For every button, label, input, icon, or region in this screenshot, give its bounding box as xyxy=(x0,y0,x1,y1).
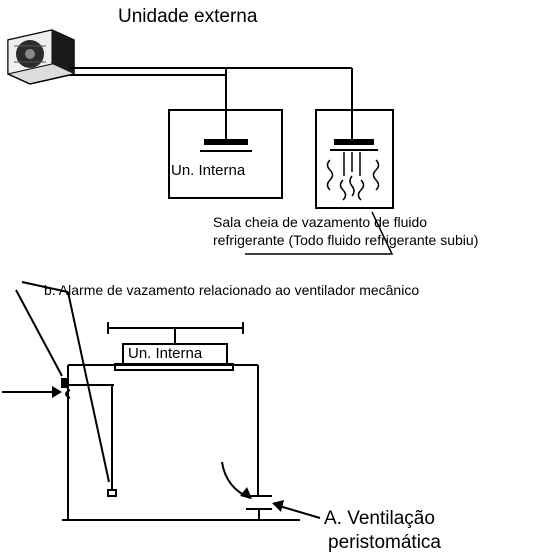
leaking-refrigerant-icon xyxy=(326,152,380,201)
outdoor-unit-icon xyxy=(7,29,75,85)
leak-room-caption-line2: refrigerante (Todo fluido refrigerante s… xyxy=(213,232,479,248)
indoor-unit-label-b: Un. Interna xyxy=(128,345,203,362)
airflow-arrow-icon xyxy=(221,461,252,499)
indoor-unit-b xyxy=(107,322,244,371)
leak-room-caption-line1: Sala cheia de vazamento de fluido xyxy=(213,214,428,230)
indoor-room-right xyxy=(315,109,394,209)
indoor-unit-icon-left xyxy=(200,139,252,152)
indoor-unit-icon-right xyxy=(330,139,378,151)
leak-caption-pointer xyxy=(371,211,394,255)
diagram-b-title: b. Alarme de vazamento relacionado ao ve… xyxy=(44,282,420,298)
indoor-room-left xyxy=(168,109,283,199)
ventilation-pointer-arrow xyxy=(272,500,321,519)
ventilation-label-line1: A. Ventilação xyxy=(324,508,435,529)
peristomatic-vent-icon xyxy=(246,495,272,520)
refrigerant-pipes xyxy=(70,67,353,140)
alarm-pointer-arrows xyxy=(2,281,110,483)
indoor-unit-label-a: Un. Interna xyxy=(171,162,246,179)
leak-alarm-b xyxy=(61,378,117,497)
ventilation-label-line2: peristomática xyxy=(328,532,441,553)
outdoor-unit-label: Unidade externa xyxy=(118,6,258,27)
